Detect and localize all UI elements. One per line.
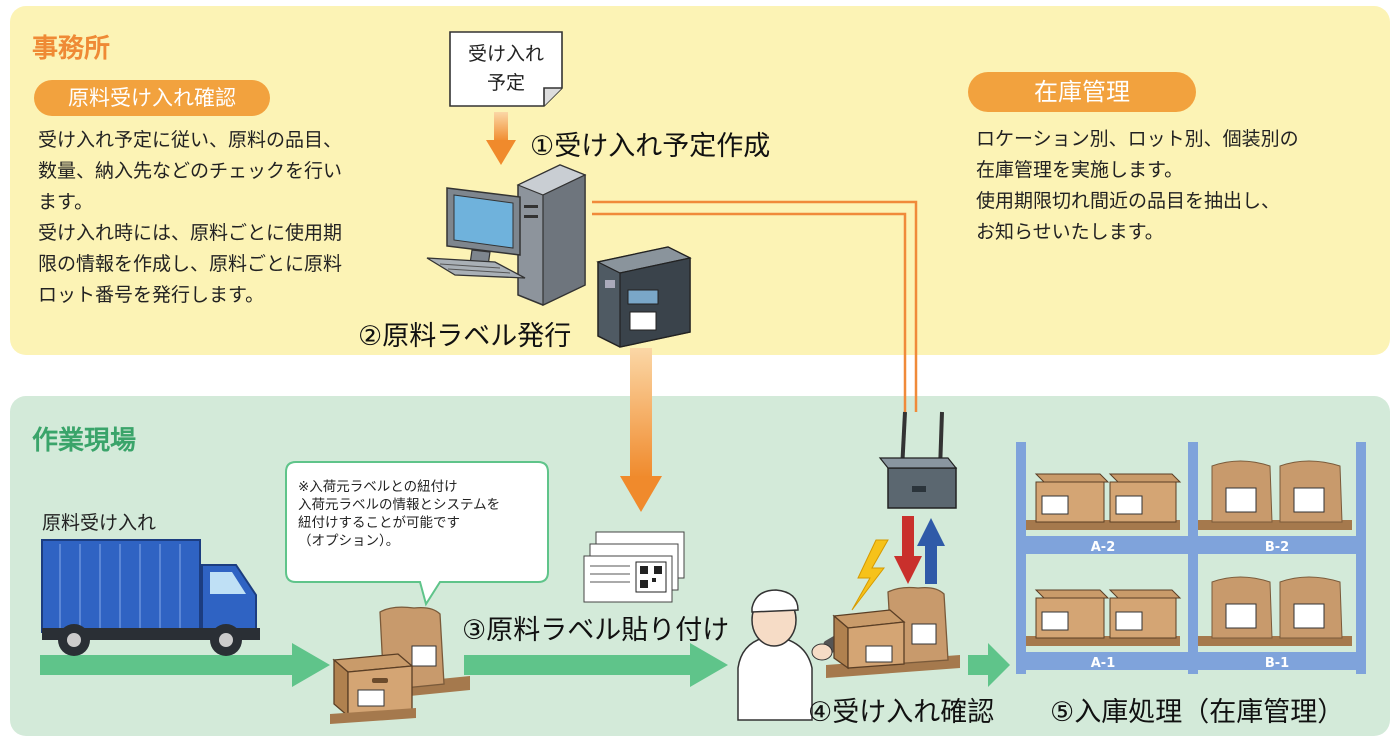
incoming-materials-icon xyxy=(330,606,470,724)
storage-shelves-icon xyxy=(1016,442,1366,674)
shelf-label-b2: B-2 xyxy=(1265,540,1289,555)
office-zone xyxy=(10,6,1390,355)
description-line: ロケーション別、ロット別、個装別の xyxy=(976,128,1299,150)
step4-label: ④受け入れ確認 xyxy=(808,697,995,728)
schedule-document-icon xyxy=(449,31,563,107)
schedule-document-text: 受け入れ 予定 xyxy=(452,40,560,98)
description-line: 使用期限切れ間近の品目を抽出し、 xyxy=(976,190,1281,212)
description-line: お知らせいたします。 xyxy=(976,221,1164,243)
description-line: 在庫管理を実施します。 xyxy=(976,159,1184,181)
description-line: 受け入れ時には、原料ごとに使用期 xyxy=(38,222,343,244)
description-line: ます。 xyxy=(38,191,94,213)
description-line: 限の情報を作成し、原料ごとに原料 xyxy=(38,253,343,275)
callout-line: 入荷元ラベルの情報とシステムを xyxy=(298,497,501,513)
step3-label: ③原料ラベル貼り付け xyxy=(462,615,730,646)
shelf-label-b1: B-1 xyxy=(1265,656,1289,671)
callout-text: ※入荷元ラベルとの紐付け 入荷元ラベルの情報とシステムを 紐付けすることが可能で… xyxy=(298,478,538,550)
description-line: 数量、納入先などのチェックを行い xyxy=(38,160,343,182)
material-check-description: 受け入れ予定に従い、原料の品目、 数量、納入先などのチェックを行い ます。 受け… xyxy=(38,125,418,311)
description-line: 受け入れ予定に従い、原料の品目、 xyxy=(38,129,343,151)
inventory-description: ロケーション別、ロット別、個装別の 在庫管理を実施します。 使用期限切れ間近の品… xyxy=(976,124,1376,248)
scanned-materials-icon xyxy=(826,586,960,678)
wireless-access-point-icon xyxy=(878,411,958,509)
truck-icon xyxy=(41,539,260,656)
shelf-label-a1: A-1 xyxy=(1091,656,1116,671)
office-title: 事務所 xyxy=(32,34,111,64)
label-printer-icon xyxy=(596,246,692,348)
material-labels-icon xyxy=(583,531,685,603)
flow-arrows xyxy=(40,643,1010,687)
wireless-signal-icon xyxy=(851,539,889,611)
material-check-heading: 原料受け入れ確認 xyxy=(34,80,270,116)
document-line: 受け入れ xyxy=(467,43,544,65)
work-site-title: 作業現場 xyxy=(32,426,137,456)
note-callout xyxy=(285,461,549,607)
data-exchange-arrows xyxy=(894,516,945,584)
step1-label: ①受け入れ予定作成 xyxy=(530,131,771,162)
step5-label: ⑤入庫処理（在庫管理） xyxy=(1050,697,1345,728)
description-line: ロット番号を発行します。 xyxy=(38,284,265,306)
worker-icon xyxy=(737,589,855,721)
callout-line: ※入荷元ラベルとの紐付け xyxy=(298,479,458,495)
callout-line: 紐付けすることが可能です xyxy=(298,515,460,531)
callout-line: （オプション）。 xyxy=(298,533,400,549)
arrow-down-to-pc xyxy=(486,112,516,165)
inventory-heading: 在庫管理 xyxy=(968,72,1196,112)
shelf-label-a2: A-2 xyxy=(1091,540,1116,555)
document-line: 予定 xyxy=(486,72,525,94)
receiving-label: 原料受け入れ xyxy=(42,512,157,534)
step2-label: ②原料ラベル発行 xyxy=(358,321,572,352)
computer-icon xyxy=(426,164,587,306)
arrow-down-to-labels xyxy=(620,348,662,512)
network-cable xyxy=(592,200,918,412)
